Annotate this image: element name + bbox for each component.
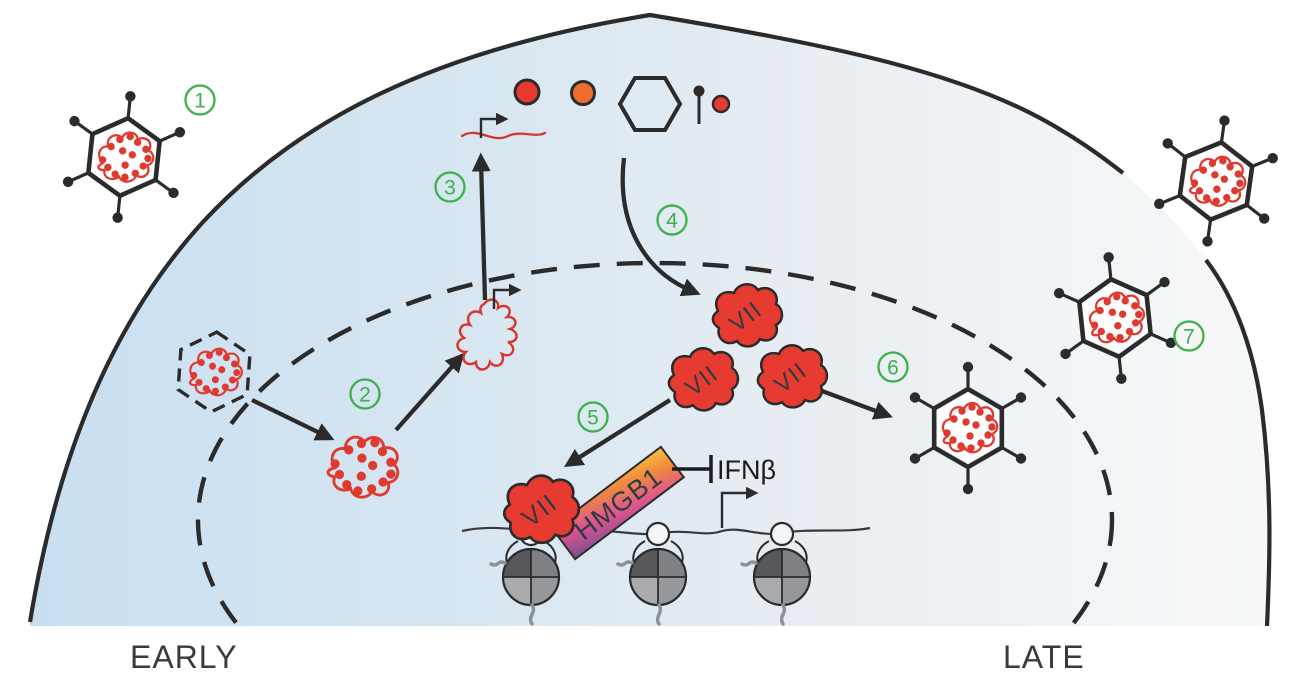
cell-membrane — [27, 12, 1125, 623]
timeline-strip — [0, 626, 1300, 689]
arrow-step2 — [251, 398, 335, 441]
cytoplasm — [30, 15, 1270, 640]
arrow-step6 — [821, 388, 893, 420]
early-label: EARLY — [130, 639, 238, 675]
step-badge-4: 4 — [656, 204, 688, 236]
nuclear-envelope — [195, 260, 1115, 689]
step-badges: 1 2 3 4 5 6 7 — [184, 84, 1205, 433]
step-badge-3: 3 — [434, 171, 466, 203]
svg-text:3: 3 — [444, 177, 456, 200]
ifn-beta-label: IFNβ — [717, 455, 776, 485]
step-badge-5: 5 — [577, 401, 609, 433]
step-badge-1: 1 — [184, 84, 216, 116]
protein-vii-pool: VII VII VII — [667, 283, 829, 412]
protein-orange-circle-icon — [570, 80, 596, 106]
arrow-step5 — [564, 398, 672, 468]
hexon-protein-icon — [617, 76, 683, 132]
late-label: LATE — [1003, 639, 1085, 675]
transcription-start-arrow-mrna — [479, 112, 509, 138]
capsid-protein-icons — [513, 76, 731, 132]
step-badge-7: 7 — [1173, 320, 1205, 352]
transcription-start-arrow-genome — [492, 283, 522, 309]
cell-membrane-lysed-segment — [1204, 258, 1272, 627]
svg-text:7: 7 — [1183, 326, 1195, 349]
step-badge-6: 6 — [877, 351, 909, 383]
transcription-start-arrow-ifnb — [720, 486, 759, 528]
replicated-genome-icon — [456, 298, 518, 371]
fiber-protein-icon — [693, 85, 705, 124]
svg-text:5: 5 — [587, 407, 599, 430]
step-badge-2: 2 — [349, 378, 381, 410]
protein-red-circle-icon — [513, 78, 541, 106]
ifnb-inhibition: IFNβ — [672, 455, 776, 485]
protein-vii-small-icon — [711, 94, 731, 114]
svg-text:1: 1 — [194, 90, 206, 113]
arrow-step4 — [620, 157, 701, 297]
svg-text:2: 2 — [359, 384, 371, 407]
virion-extracellular — [59, 85, 189, 229]
svg-text:4: 4 — [666, 210, 678, 233]
dashed-capsid-icon — [176, 330, 252, 414]
arrow-genome-import — [394, 352, 465, 432]
mrna-icon — [460, 131, 547, 140]
arrow-step3-export — [471, 152, 491, 301]
svg-text:6: 6 — [887, 357, 899, 380]
protein-vii-on-chromatin: VII — [502, 474, 581, 545]
